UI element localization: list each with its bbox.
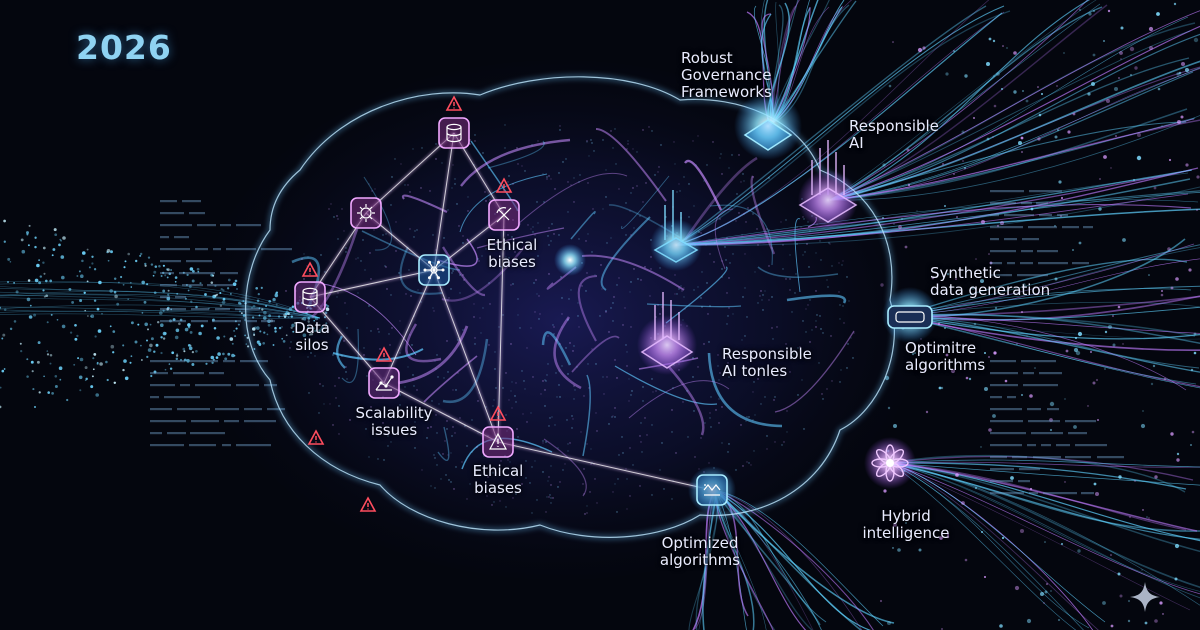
year-label: 2026 [76, 28, 172, 67]
label-optimitre-algorithms: Optimitre algorithms [905, 339, 986, 374]
right-data-ribbons [675, 0, 1200, 630]
label-scalability-issues: Scalability issues [355, 404, 433, 439]
label-responsible-ai: Responsible AI [849, 117, 939, 152]
left-particle-stream [0, 219, 330, 409]
code-columns [150, 190, 1124, 495]
label-ethical-biases-top: Ethical biases [486, 236, 538, 271]
hybrid-flower-icon [871, 444, 909, 482]
sparkle-icon [1130, 582, 1160, 612]
chip-tower-center [640, 292, 694, 369]
label-ethical-biases-bottom: Ethical biases [472, 462, 524, 497]
warning-markers [301, 95, 513, 512]
label-robust-governance: Robust Governance Frameworks [681, 49, 772, 101]
label-synthetic-data: Synthetic data generation [930, 264, 1051, 299]
synthetic-data-connector [887, 305, 933, 329]
label-responsible-ai-tools: Responsible AI tonles [722, 345, 812, 380]
chip-tower-top [798, 140, 858, 223]
label-optimized-algorithms: Optimized algorithms [659, 534, 741, 569]
node-icons [294, 117, 728, 506]
label-hybrid-intelligence: Hybrid intelligence [862, 507, 950, 542]
label-data-silos: Data silos [294, 319, 330, 354]
brain-outline [244, 75, 896, 539]
chip-tower-mid [653, 190, 699, 263]
chip-tower-governance [743, 119, 793, 151]
